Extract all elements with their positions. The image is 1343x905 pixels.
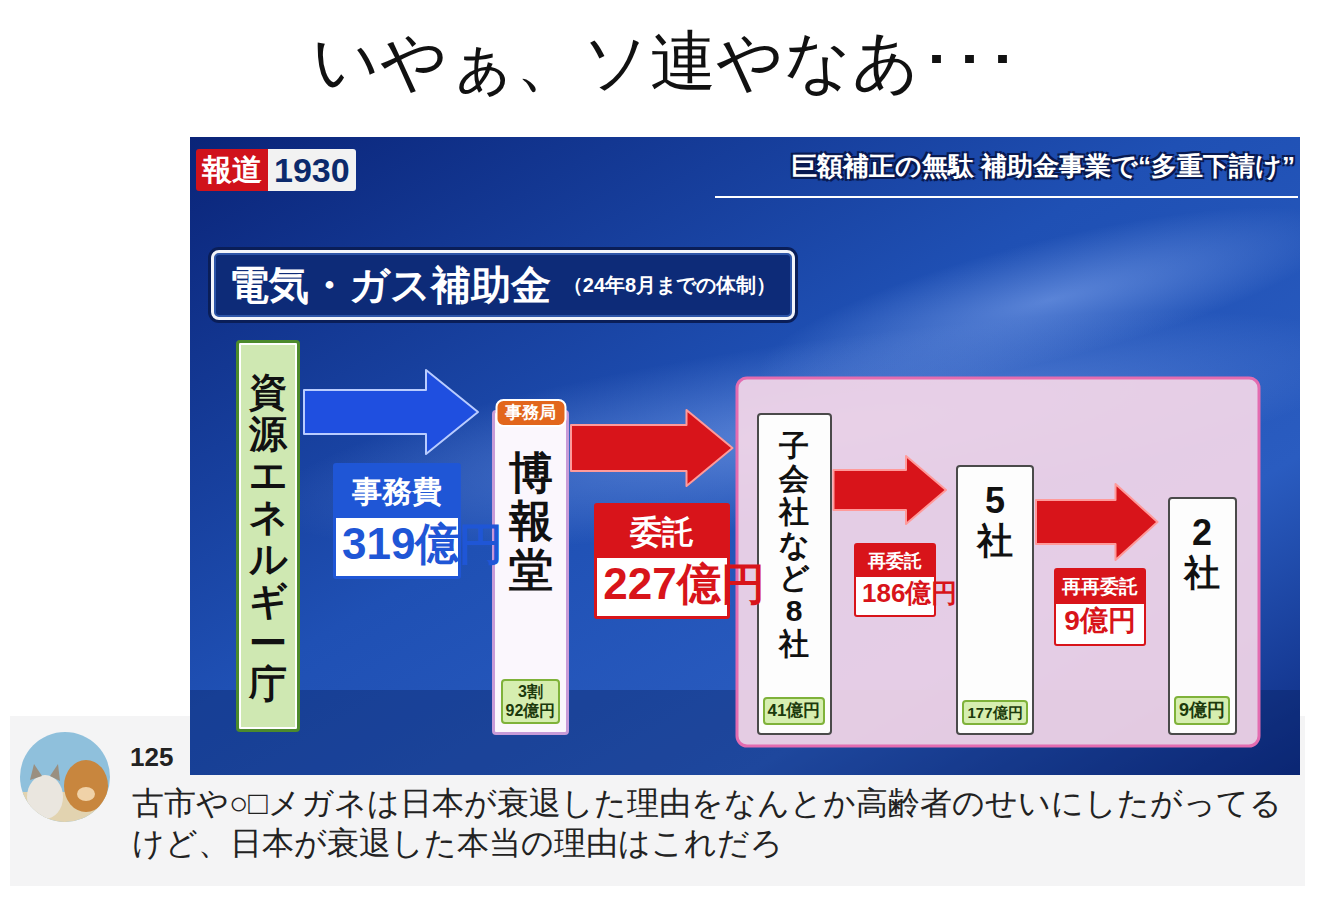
amount-badge: 41億円 — [763, 697, 826, 725]
agency-box: 資源エネルギー庁 — [236, 340, 300, 732]
contractor-panel — [737, 378, 1259, 746]
screen-glow — [190, 169, 1300, 775]
box-label: 博報堂 — [509, 449, 553, 594]
avatar-dog — [64, 760, 108, 812]
avatar-cat-ear — [50, 764, 60, 781]
avatar — [20, 732, 110, 822]
comment-user: 125 — [130, 742, 173, 772]
flow-arrow — [834, 456, 947, 524]
subcontractor-box: 2社 9億円 — [1168, 497, 1237, 735]
band-note: （24年8月までの体制） — [563, 272, 776, 299]
program-logo: 報道 — [196, 149, 268, 191]
box-label: 子会社など8社 — [779, 429, 809, 660]
edge-label: 再委託 186億円 — [854, 543, 936, 617]
office-tab: 事務局 — [495, 399, 566, 427]
flow-arrow — [1036, 484, 1158, 560]
box-label: 2社 — [1184, 513, 1220, 592]
banner-underline — [715, 196, 1298, 198]
flow-arrow — [571, 410, 733, 486]
edge-label: 再再委託 9億円 — [1054, 568, 1146, 646]
secretariat-box: 事務局博報堂3割 92億円 — [492, 410, 569, 735]
edge-label: 事務費 319億円 — [333, 463, 461, 579]
amount-badge: 9億円 — [1174, 696, 1230, 725]
edge-label: 委託 227億円 — [594, 503, 729, 619]
program-logo-time: 1930 — [268, 149, 356, 191]
band-heading: 電気・ガス補助金 — [229, 258, 551, 313]
title-band: 電気・ガス補助金 （24年8月までの体制） — [211, 250, 795, 320]
headline-banner: 巨額補正の無駄 補助金事業で“多重下請け” — [791, 150, 1295, 182]
subcontractor-box: 子会社など8社 41億円 — [757, 413, 832, 735]
subcontractor-box: 5社 177億円 — [956, 465, 1034, 735]
avatar-cat — [27, 775, 63, 819]
box-label: 5社 — [977, 481, 1013, 560]
avatar-cat-ear — [30, 764, 42, 780]
box-label: 資源エネルギー庁 — [249, 372, 287, 706]
page-title: いやぁ、ソ連やなあ･･･ — [0, 22, 1330, 101]
avatar-sky — [20, 732, 110, 822]
avatar-dog-muzzle — [77, 787, 95, 801]
amount-badge: 3割 92億円 — [501, 679, 561, 724]
flow-arrow — [304, 370, 478, 454]
comment-text: 古市や○□メガネは日本が衰退した理由をなんとか高齢者のせいにしたがってるけど、日… — [132, 783, 1302, 863]
amount-badge: 177億円 — [962, 700, 1027, 725]
